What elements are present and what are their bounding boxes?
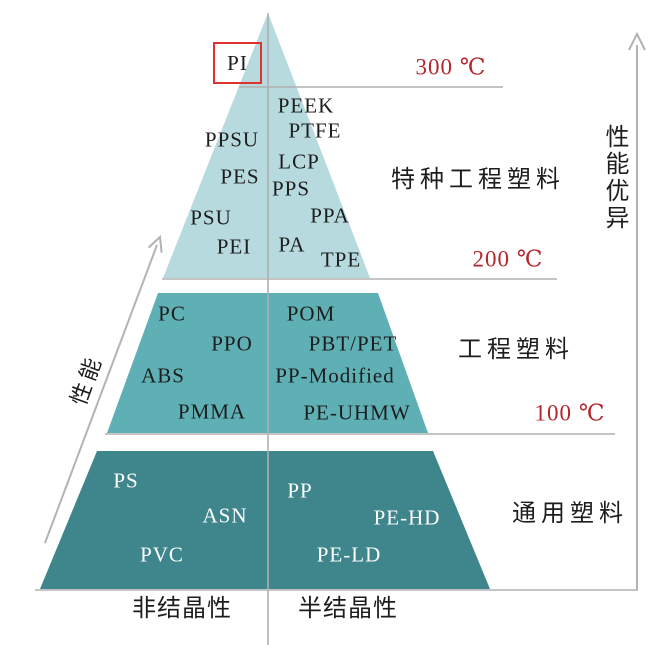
temp-label-100: 100 ℃ xyxy=(534,400,606,426)
material-pe-uhmw: PE-UHMW xyxy=(303,400,411,425)
temp-label-300: 300 ℃ xyxy=(415,54,487,80)
material-pmma: PMMA xyxy=(177,399,247,424)
material-pi: PI xyxy=(227,50,248,75)
material-pe-ld: PE-LD xyxy=(316,542,382,567)
material-ppo: PPO xyxy=(211,331,253,356)
material-tpe: TPE xyxy=(320,247,362,272)
diagonal-arrow-icon xyxy=(147,234,163,253)
material-pp-modified: PP-Modified xyxy=(275,363,395,388)
material-psu: PSU xyxy=(190,205,232,230)
material-pps: PPS xyxy=(271,176,311,201)
material-pc: PC xyxy=(158,301,186,326)
crystallinity-label-semicrystalline: 半结晶性 xyxy=(298,596,398,622)
material-ppsu: PPSU xyxy=(204,127,260,152)
tier-special-shape xyxy=(163,13,370,278)
zone-label-special-engineering: 特种工程塑料 xyxy=(391,167,565,193)
tier-general-shape xyxy=(40,451,490,589)
crystallinity-label-amorphous: 非结晶性 xyxy=(132,596,232,622)
material-pa: PA xyxy=(278,232,306,257)
temp-label-200: 200 ℃ xyxy=(472,246,544,272)
material-ps: PS xyxy=(113,468,139,493)
material-pe-hd: PE-HD xyxy=(373,505,441,530)
material-asn: ASN xyxy=(202,503,248,528)
material-peek: PEEK xyxy=(277,93,335,118)
material-pbt-pet: PBT/PET xyxy=(308,331,398,356)
right-axis-label: 性能优异 xyxy=(601,124,627,232)
material-abs: ABS xyxy=(141,363,185,388)
up-arrow-icon xyxy=(628,31,646,51)
zone-label-general: 通用塑料 xyxy=(512,501,628,527)
material-lcp: LCP xyxy=(278,149,320,174)
material-ppa: PPA xyxy=(310,203,350,228)
material-pvc: PVC xyxy=(140,542,184,567)
material-pom: POM xyxy=(286,301,336,326)
material-pei: PEI xyxy=(216,234,252,259)
highlight-box: PI xyxy=(213,42,262,84)
material-ptfe: PTFE xyxy=(288,118,342,143)
left-axis-line xyxy=(44,244,158,544)
zone-label-engineering: 工程塑料 xyxy=(458,337,574,363)
material-pp: PP xyxy=(287,478,313,503)
material-pes: PES xyxy=(220,164,260,189)
